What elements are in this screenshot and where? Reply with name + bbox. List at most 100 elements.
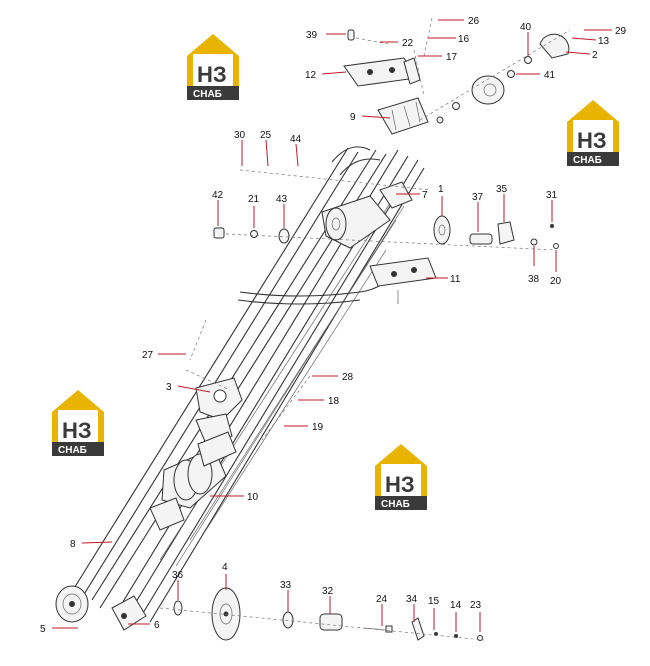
watermark-big-text: НЗ xyxy=(62,418,92,443)
svg-text:25: 25 xyxy=(260,130,272,141)
callout-1: 1 xyxy=(438,184,444,216)
svg-text:35: 35 xyxy=(496,184,508,195)
svg-text:5: 5 xyxy=(40,624,46,635)
callout-4: 4 xyxy=(222,562,228,590)
svg-text:37: 37 xyxy=(472,192,484,203)
callout-18: 18 xyxy=(298,396,340,407)
part-39-pin xyxy=(347,29,355,41)
lower-carriage-assembly xyxy=(149,431,237,531)
callout-41: 41 xyxy=(516,70,556,81)
watermark-logo-center: НЗ СНАБ xyxy=(375,444,427,510)
assembly-axes xyxy=(159,17,571,641)
svg-text:9: 9 xyxy=(350,112,356,123)
callout-28: 28 xyxy=(312,372,354,383)
svg-text:33: 33 xyxy=(280,580,292,591)
part-41-pulley xyxy=(436,70,515,124)
svg-text:39: 39 xyxy=(306,30,318,41)
shaft-group-left xyxy=(213,227,290,244)
callout-15: 15 xyxy=(428,596,440,630)
watermark-logo-top-right: НЗ СНАБ xyxy=(567,100,619,166)
callout-31: 31 xyxy=(546,190,558,222)
callout-38: 38 xyxy=(528,246,540,285)
watermark-small-text: СНАБ xyxy=(193,89,222,100)
upper-sheave-housing xyxy=(321,181,413,249)
svg-text:27: 27 xyxy=(142,350,154,361)
svg-text:28: 28 xyxy=(342,372,354,383)
callout-36: 36 xyxy=(172,570,184,600)
watermark-logo-top-left: НЗ СНАБ xyxy=(187,34,239,100)
callout-labels: 1 2 3 4 5 6 7 8 9 10 11 12 13 14 15 16 1… xyxy=(40,16,627,635)
callout-13: 13 xyxy=(571,36,610,47)
svg-text:7: 7 xyxy=(422,190,428,201)
svg-text:42: 42 xyxy=(212,190,224,201)
callout-30: 30 xyxy=(234,130,246,166)
callout-39: 39 xyxy=(306,30,346,41)
callout-21: 21 xyxy=(248,194,260,228)
svg-text:2: 2 xyxy=(592,50,598,61)
callout-8: 8 xyxy=(70,539,113,550)
bottom-shaft-group xyxy=(173,587,483,641)
bottom-head-pulley xyxy=(55,585,89,623)
svg-text:11: 11 xyxy=(450,274,461,285)
svg-text:4: 4 xyxy=(222,562,228,573)
svg-text:8: 8 xyxy=(70,539,76,550)
svg-text:43: 43 xyxy=(276,194,288,205)
svg-text:13: 13 xyxy=(598,36,610,47)
callout-16: 16 xyxy=(428,34,470,45)
callout-19: 19 xyxy=(284,422,324,433)
callout-7: 7 xyxy=(396,190,428,201)
svg-text:23: 23 xyxy=(470,600,482,611)
callout-5: 5 xyxy=(40,624,78,635)
svg-text:36: 36 xyxy=(172,570,184,581)
callout-34: 34 xyxy=(406,594,418,622)
callout-25: 25 xyxy=(260,130,272,167)
callout-6: 6 xyxy=(128,620,160,631)
callout-14: 14 xyxy=(450,600,462,632)
callout-3: 3 xyxy=(166,382,211,393)
callout-10: 10 xyxy=(210,492,259,503)
callout-43: 43 xyxy=(276,194,288,228)
svg-text:3: 3 xyxy=(166,382,172,393)
callout-20: 20 xyxy=(550,250,562,287)
watermark-big-text: НЗ xyxy=(385,472,415,497)
callout-24: 24 xyxy=(376,594,388,626)
callout-32: 32 xyxy=(322,586,334,614)
shaft-group-right xyxy=(469,221,559,249)
svg-text:32: 32 xyxy=(322,586,334,597)
svg-text:17: 17 xyxy=(446,52,458,63)
part-1-sheave xyxy=(433,215,451,245)
callout-26: 26 xyxy=(438,16,480,27)
svg-text:20: 20 xyxy=(550,276,562,287)
watermark-big-text: НЗ xyxy=(577,128,607,153)
watermark-small-text: СНАБ xyxy=(381,499,410,510)
watermark-big-text: НЗ xyxy=(197,62,227,87)
callout-2: 2 xyxy=(565,50,598,61)
svg-text:34: 34 xyxy=(406,594,418,605)
svg-text:31: 31 xyxy=(546,190,558,201)
part-11-bracket xyxy=(369,257,437,304)
callout-22: 22 xyxy=(380,38,414,49)
svg-text:6: 6 xyxy=(154,620,160,631)
callout-29: 29 xyxy=(584,26,627,37)
callout-27: 27 xyxy=(142,350,186,361)
callout-33: 33 xyxy=(280,580,292,612)
boom-frame xyxy=(67,146,425,623)
watermark-small-text: СНАБ xyxy=(573,155,602,166)
svg-text:19: 19 xyxy=(312,422,324,433)
svg-text:40: 40 xyxy=(520,22,532,33)
svg-text:14: 14 xyxy=(450,600,462,611)
bottom-bracket xyxy=(111,595,147,631)
svg-text:29: 29 xyxy=(615,26,627,37)
middle-carriage xyxy=(195,377,243,445)
callout-42: 42 xyxy=(212,190,224,226)
svg-text:22: 22 xyxy=(402,38,414,49)
part-12-bracket xyxy=(343,57,421,87)
svg-text:10: 10 xyxy=(247,492,259,503)
svg-text:44: 44 xyxy=(290,134,302,145)
callout-35: 35 xyxy=(496,184,508,222)
top-head-block xyxy=(377,97,429,135)
callout-12: 12 xyxy=(305,70,347,81)
callout-11: 11 xyxy=(426,274,461,285)
callout-9: 9 xyxy=(350,112,391,123)
